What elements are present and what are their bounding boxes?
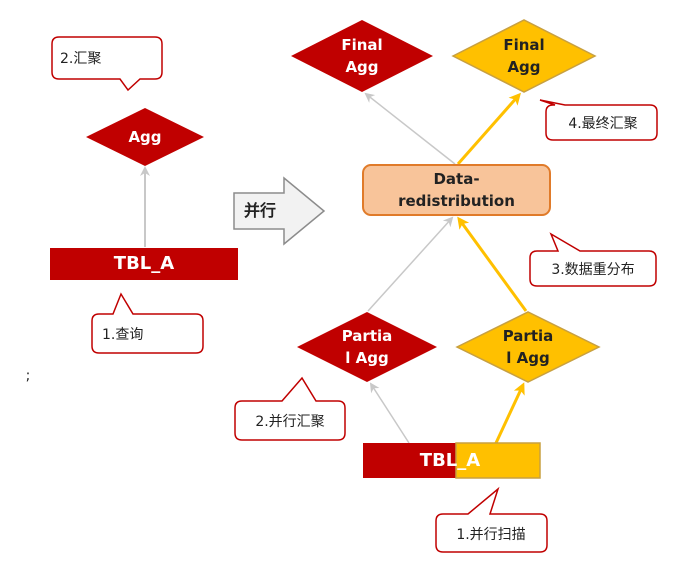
- final-agg-red-label: Final Agg: [341, 36, 383, 76]
- callout-query-box: [91, 292, 204, 354]
- callout-redistribute-box: [529, 232, 657, 287]
- callout-agg-box: [51, 36, 163, 92]
- callout-scan-text: 1.并行扫描: [456, 527, 526, 543]
- callout-partial-box: [234, 376, 346, 441]
- callout-agg-text: 2.汇聚: [60, 51, 102, 67]
- right-table-bar-red: [363, 443, 458, 478]
- parallel-label: 并行: [243, 201, 276, 220]
- callout-final-box: [539, 99, 658, 141]
- parallel-arrow-shape: [233, 176, 326, 246]
- callout-query-text: 1.查询: [102, 327, 144, 343]
- final-agg-gold-label: Final Agg: [503, 36, 545, 76]
- redistribution-box: [362, 164, 551, 216]
- agg-diamond: [86, 108, 204, 166]
- final-agg-red-diamond: [291, 20, 433, 92]
- callout-redistribute-text: 3.数据重分布: [551, 262, 635, 278]
- arrow-redis-to-final-red: [364, 92, 456, 165]
- right-table-label: TBL_A: [419, 449, 481, 471]
- callout-scan-box: [435, 486, 548, 553]
- callout-final-text: 4.最终汇聚: [568, 116, 638, 132]
- agg-label: Agg: [128, 128, 162, 146]
- final-agg-gold-diamond: [451, 19, 597, 93]
- left-table-label: TBL_A: [113, 253, 175, 274]
- right-table-bar-gold: [455, 442, 541, 479]
- arrow-table-to-partial-gold: [494, 382, 525, 444]
- redistribution-label: Data- redistribution: [398, 170, 515, 210]
- partial-agg-red-label: Partia l Agg: [341, 327, 393, 367]
- arrow-redis-to-final-gold: [456, 92, 521, 165]
- partial-agg-red-diamond: [297, 312, 437, 382]
- stray-mark: ;: [25, 368, 31, 384]
- partial-agg-gold-label: Partia l Agg: [502, 327, 554, 367]
- callout-partial-text: 2.并行汇聚: [255, 414, 325, 430]
- arrow-partial-red-to-redis: [367, 216, 454, 312]
- arrow-partial-gold-to-redis: [457, 216, 528, 312]
- left-table-bar: [50, 248, 238, 280]
- partial-agg-gold-diamond: [455, 311, 601, 383]
- arrow-table-to-partial-red: [369, 382, 410, 444]
